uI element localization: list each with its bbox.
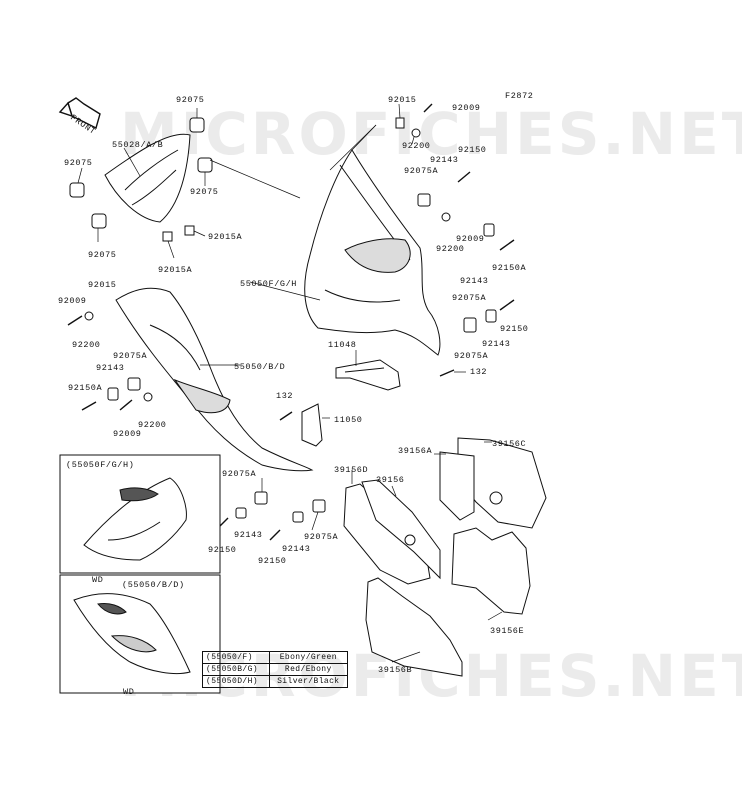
label-92075A: 92075A [222, 469, 257, 479]
label-92200: 92200 [436, 244, 465, 254]
label-55050FGH: 55050F/G/H [240, 279, 297, 289]
label-92143: 92143 [282, 544, 311, 554]
bracket-11050 [301, 403, 323, 447]
label-92150: 92150 [258, 556, 287, 566]
label-92075A: 92075A [454, 351, 489, 361]
color-table: (55050/F) Ebony/Green (55050B/G) Red/Ebo… [202, 651, 349, 688]
label-39156A: 39156A [398, 446, 433, 456]
label-92150: 92150 [458, 145, 487, 155]
leader-lines [77, 103, 503, 663]
inset-bottom-note: WD [123, 687, 134, 697]
pad-39156A [439, 451, 475, 521]
label-92075: 92075 [64, 158, 93, 168]
color-name: Red/Ebony [268, 663, 349, 676]
label-92143: 92143 [96, 363, 125, 373]
label-92015A: 92015A [158, 265, 193, 275]
label-92200: 92200 [72, 340, 101, 350]
label-92143: 92143 [482, 339, 511, 349]
label-92015: 92015 [88, 280, 117, 290]
label-92075: 92075 [190, 187, 219, 197]
pad-39156 [361, 479, 441, 580]
fasteners [69, 117, 497, 523]
label-92075: 92075 [88, 250, 117, 260]
label-92009: 92009 [452, 103, 481, 113]
color-row: (55050B/G) Red/Ebony [202, 663, 349, 676]
label-92143: 92143 [460, 276, 489, 286]
label-132: 132 [276, 391, 293, 401]
label-55050BD: 55050/B/D [234, 362, 285, 372]
label-92009: 92009 [58, 296, 87, 306]
color-row: (55050D/H) Silver/Black [202, 675, 349, 688]
label-92150A: 92150A [492, 263, 527, 273]
label-92075A: 92075A [452, 293, 487, 303]
front-arrow-icon [58, 97, 101, 130]
label-11050: 11050 [334, 415, 363, 425]
lower-cowl-55050BD [115, 287, 314, 472]
bracket-11048 [335, 359, 401, 391]
color-code: (55050B/G) [202, 663, 270, 676]
color-row: (55050/F) Ebony/Green [202, 651, 349, 664]
watermark-top: MICROFICHES.NET [120, 100, 742, 168]
color-name: Silver/Black [268, 675, 349, 688]
screws [67, 103, 515, 541]
figure-code: F2872 [505, 91, 534, 101]
label-92150: 92150 [208, 545, 237, 555]
label-92075A: 92075A [304, 532, 339, 542]
label-55028: 55028/A/B [112, 140, 163, 150]
inset-top-note: WD [92, 575, 103, 585]
label-39156D: 39156D [334, 465, 368, 475]
label-92009: 92009 [456, 234, 485, 244]
label-92143: 92143 [430, 155, 459, 165]
label-92075A: 92075A [113, 351, 148, 361]
label-92150A: 92150A [68, 383, 103, 393]
pad-39156E [451, 527, 531, 615]
pad-39156B [365, 577, 463, 677]
label-11048: 11048 [328, 340, 357, 350]
inset-top-title: (55050F/G/H) [66, 460, 134, 470]
label-92200: 92200 [402, 141, 431, 151]
label-92015A: 92015A [208, 232, 243, 242]
inset-bottom-title: (55050/B/D) [122, 580, 185, 590]
label-92075: 92075 [176, 95, 205, 105]
label-39156B: 39156B [378, 665, 412, 675]
label-92200: 92200 [138, 420, 167, 430]
label-92143: 92143 [234, 530, 263, 540]
label-92009: 92009 [113, 429, 142, 439]
inner-duct-55028 [104, 133, 191, 223]
label-39156C: 39156C [492, 439, 526, 449]
color-code: (55050/F) [202, 651, 270, 664]
label-39156E: 39156E [490, 626, 524, 636]
label-92150: 92150 [500, 324, 529, 334]
label-92075A: 92075A [404, 166, 439, 176]
label-92015: 92015 [388, 95, 417, 105]
part-labels: F2872 FRONT 92075 55028/A/B 92075 92075 … [58, 91, 534, 697]
color-name: Ebony/Green [268, 651, 349, 664]
label-39156: 39156 [376, 475, 405, 485]
label-132: 132 [470, 367, 487, 377]
color-code: (55050D/H) [202, 675, 270, 688]
